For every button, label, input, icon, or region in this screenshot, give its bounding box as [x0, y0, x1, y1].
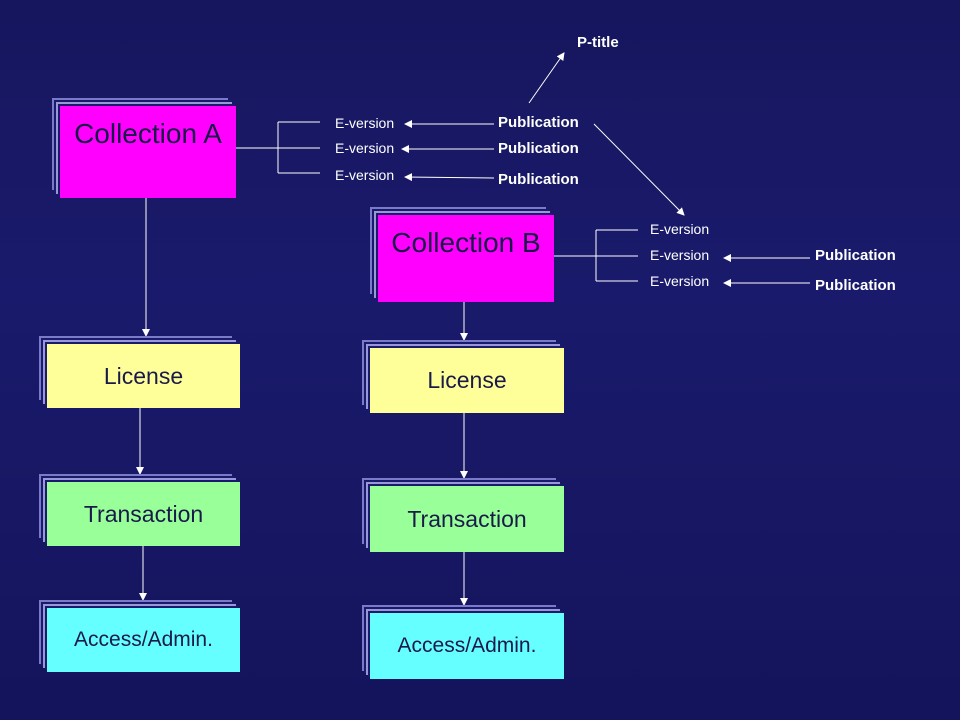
license-a-label: License	[103, 362, 184, 389]
collection-a-title: Collection A	[74, 118, 222, 149]
eversion-b-3: E-version	[650, 273, 710, 289]
eversion-a-2: E-version	[335, 140, 395, 156]
publication-b-2: Publication	[815, 277, 896, 294]
access-admin-b-label: Access/Admin.	[397, 634, 537, 657]
access-admin-a-box: Access/Admin.	[47, 608, 240, 672]
publication-a-3: Publication	[498, 171, 579, 188]
bracket-collection-b	[554, 229, 638, 282]
license-a-box: License	[47, 344, 240, 408]
license-b-label: License	[427, 367, 507, 393]
transaction-a-box: Transaction	[47, 482, 240, 546]
eversion-b-1: E-version	[650, 221, 710, 237]
access-admin-b-box: Access/Admin.	[370, 613, 564, 679]
arrow-publication-to-ptitle	[528, 52, 565, 104]
publication-a-1: Publication	[498, 114, 579, 131]
publication-b-1: Publication	[815, 247, 896, 264]
access-admin-a-label: Access/Admin.	[74, 628, 213, 651]
transaction-b-label: Transaction	[407, 505, 527, 532]
collection-b-box: Collection B	[378, 215, 554, 302]
eversion-b-2: E-version	[650, 247, 710, 263]
collection-b-title: Collection B	[391, 227, 541, 258]
transaction-b-box: Transaction	[370, 486, 564, 552]
arrow-publication-to-eversion-a-3	[404, 173, 495, 182]
eversion-a-1: E-version	[335, 115, 395, 131]
ptitle-label: P-title	[577, 34, 619, 51]
collection-a-box: Collection A	[60, 106, 236, 198]
transaction-a-label: Transaction	[83, 500, 204, 527]
license-b-box: License	[370, 348, 564, 413]
publication-a-2: Publication	[498, 140, 579, 157]
bracket-collection-a	[236, 121, 320, 174]
arrow-publication-to-eversion-b	[593, 123, 685, 216]
eversion-a-3: E-version	[335, 167, 395, 183]
